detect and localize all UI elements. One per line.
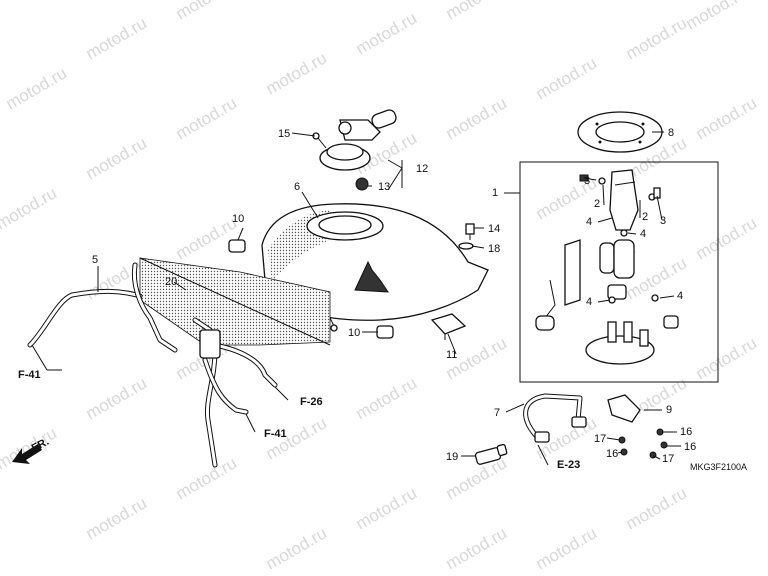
callout-c15: 15: [278, 128, 290, 140]
leader-line: [656, 195, 663, 221]
watermark-text: motod.ru: [173, 453, 241, 503]
watermark-text: motod.ru: [683, 0, 751, 33]
callout-c17b: 17: [662, 453, 674, 465]
callout-c4b: 4: [640, 228, 646, 240]
leader-line: [387, 167, 403, 191]
rubber-cushions: [228, 239, 394, 339]
callout-c18: 18: [488, 243, 500, 255]
callout-c12: 12: [416, 163, 428, 175]
watermark-text: motod.ru: [83, 373, 151, 423]
ref-f41-left: F-41: [18, 369, 41, 381]
hose-joint: [474, 443, 508, 465]
watermark-text: motod.ru: [353, 373, 421, 423]
tank-mount-rubber: [430, 313, 467, 340]
callout-c11: 11: [446, 349, 457, 361]
watermark-text: motod.ru: [693, 93, 761, 143]
watermark-text: motod.ru: [693, 333, 761, 383]
watermark-text: motod.ru: [623, 13, 691, 63]
watermark-text: motod.ru: [83, 133, 151, 183]
fuel-hoses: [27, 262, 278, 468]
callout-c7: 7: [494, 407, 500, 419]
ref-e23: E-23: [557, 459, 580, 471]
watermark-text: motod.ru: [443, 0, 511, 23]
leader-line: [606, 437, 621, 441]
leader-line: [505, 403, 525, 413]
watermark-text: motod.ru: [83, 13, 151, 63]
callout-c3a: 3: [584, 175, 590, 187]
ref-f26: F-26: [300, 396, 323, 408]
callout-c16c: 16: [684, 441, 696, 453]
leader-line: [537, 444, 549, 466]
callout-c16a: 16: [606, 448, 618, 460]
fuel-pump-unit: [519, 161, 719, 383]
leader-line: [274, 386, 289, 401]
leader-line: [237, 227, 244, 241]
watermark-text: motod.ru: [353, 8, 421, 58]
watermark-text: motod.ru: [0, 183, 60, 233]
callout-c4c: 4: [586, 296, 592, 308]
leader-line: [173, 281, 187, 291]
leader-line: [31, 344, 48, 371]
leader-line: [617, 451, 623, 454]
callout-c19: 19: [446, 451, 458, 463]
callout-c16b: 16: [680, 426, 692, 438]
callout-c8: 8: [668, 127, 674, 139]
frame-outline: [139, 257, 331, 346]
callout-c14: 14: [488, 223, 500, 235]
leader-lines: [31, 131, 681, 466]
callout-c10a: 10: [232, 213, 244, 225]
callout-c17a: 17: [594, 433, 606, 445]
watermark-text: motod.ru: [533, 53, 601, 103]
watermark-text: motod.ru: [693, 213, 761, 263]
callout-c13: 13: [378, 181, 390, 193]
leader-line: [291, 132, 316, 137]
leader-line: [387, 159, 403, 169]
watermark-text: motod.ru: [83, 493, 151, 543]
watermark-text: motod.ru: [443, 93, 511, 143]
callout-c4d: 4: [677, 290, 683, 302]
callout-c9: 9: [666, 404, 672, 416]
leader-line: [301, 191, 319, 219]
watermark-text: motod.ru: [623, 483, 691, 533]
watermark-text: motod.ru: [0, 423, 60, 473]
callout-c20: 20: [165, 276, 177, 288]
callout-c5: 5: [92, 254, 98, 266]
watermark-text: motod.ru: [263, 523, 331, 573]
fuel-cap-assembly: [312, 109, 397, 191]
watermark-text: motod.ru: [263, 48, 331, 98]
watermark-text: motod.ru: [173, 0, 241, 23]
reference-labels: F-41 F-26 F-41 E-23: [18, 369, 580, 471]
callout-c2a: 2: [594, 198, 600, 210]
leader-line: [471, 245, 485, 249]
leader-line: [245, 413, 256, 433]
leader-line: [583, 177, 597, 181]
callout-c2b: 2: [642, 211, 648, 223]
leader-line: [653, 455, 661, 460]
leader-line: [597, 299, 611, 303]
watermark-text: motod.ru: [353, 483, 421, 533]
pump-packing: [577, 111, 663, 153]
leader-line: [602, 184, 605, 206]
callout-c4a: 4: [586, 216, 592, 228]
watermark-text: motod.ru: [173, 93, 241, 143]
leader-line: [447, 333, 457, 355]
callout-c10b: 10: [348, 327, 360, 339]
bolt-and-washer: [458, 223, 475, 250]
ref-f41-lower: F-41: [264, 428, 287, 440]
diagram-code: MKG3F2100A: [690, 462, 747, 472]
watermark-text: motod.ru: [3, 63, 71, 113]
leader-line: [659, 295, 675, 299]
callout-c6: 6: [294, 181, 300, 193]
leader-line: [627, 232, 637, 235]
callout-c1: 1: [492, 187, 498, 199]
pump-wire-harness: [523, 393, 668, 459]
watermark-text: motod.ru: [443, 523, 511, 573]
watermark-text: motod.ru: [173, 213, 241, 263]
leader-line: [597, 217, 613, 223]
callout-c3b: 3: [660, 215, 666, 227]
watermark-text: motod.ru: [533, 523, 601, 573]
